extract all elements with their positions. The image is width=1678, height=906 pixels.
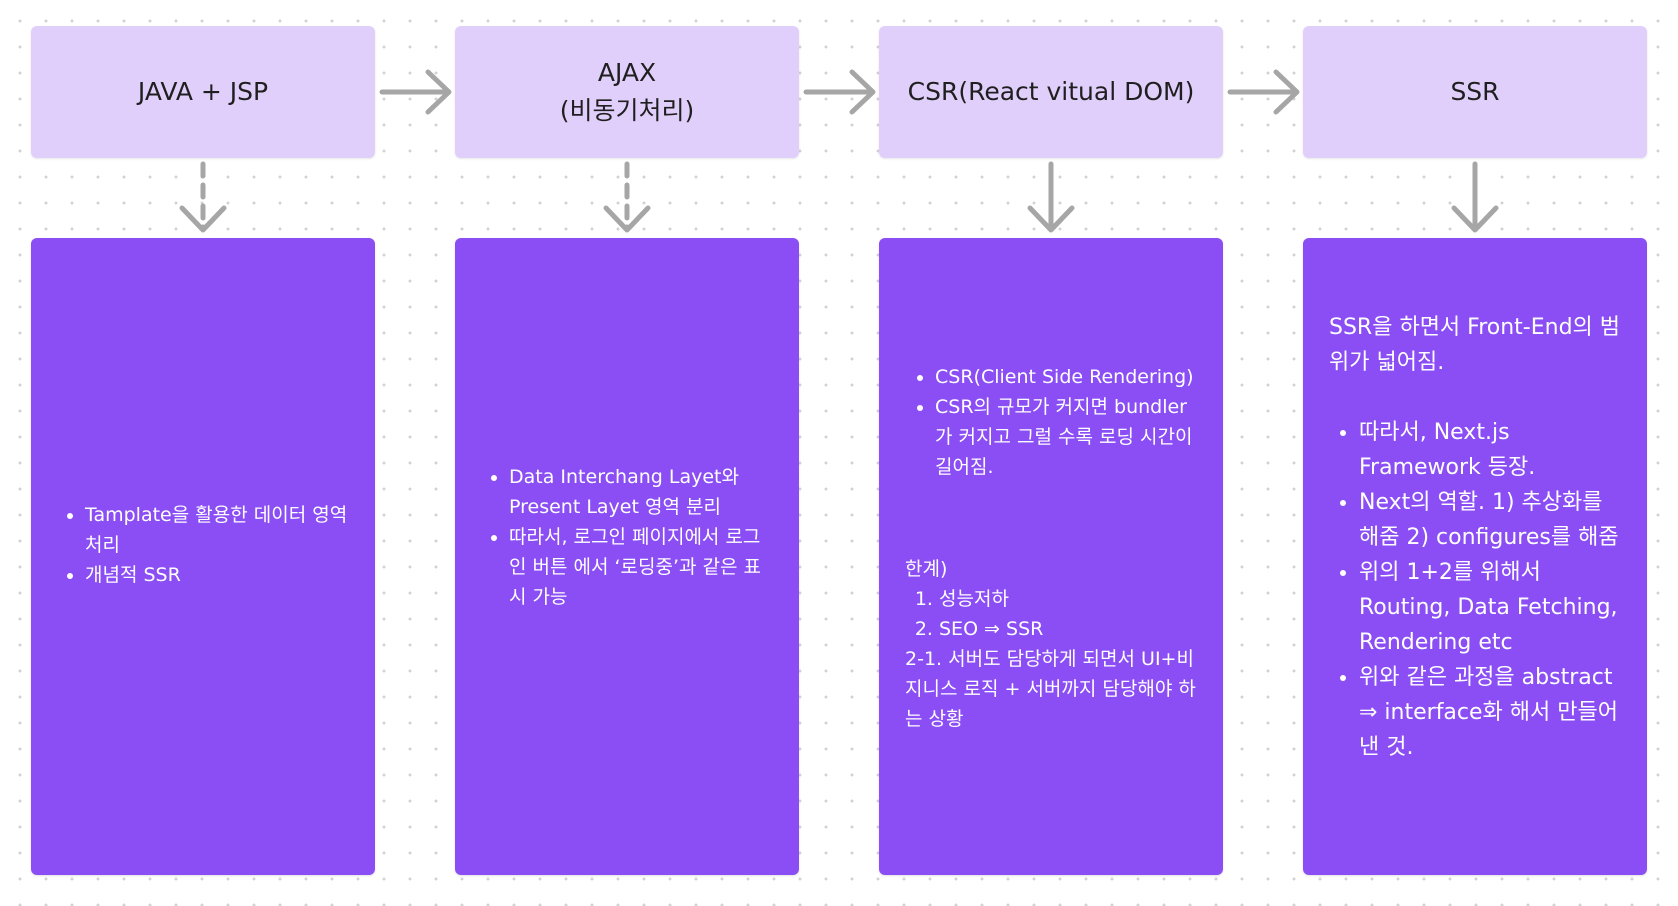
stage-2-card[interactable]: Data Interchang Layet와 Present Layet 영역 … — [455, 238, 799, 875]
stage-3-card[interactable]: CSR(Client Side Rendering) CSR의 규모가 커지면 … — [879, 238, 1223, 875]
stage-4-bullet: 위와 같은 과정을 abstract ⇒ interface화 해서 만들어 낸… — [1359, 660, 1625, 765]
stage-2-bullet: Data Interchang Layet와 Present Layet 영역 … — [509, 462, 775, 522]
stage-1-header[interactable]: JAVA + JSP — [31, 26, 375, 158]
stage-4-intro: SSR을 하면서 Front-End의 범위가 넓어짐. — [1329, 315, 1621, 375]
stage-1-card[interactable]: Tamplate을 활용한 데이터 영역 처리 개념적 SSR — [31, 238, 375, 875]
stage-4-bullet: 위의 1+2를 위해서 Routing, Data Fetching, Rend… — [1359, 555, 1625, 660]
spacer — [905, 482, 1199, 554]
limit-item: 성능저하 — [939, 584, 1199, 614]
stage-4-card[interactable]: SSR을 하면서 Front-End의 범위가 넓어짐. 따라서, Next.j… — [1303, 238, 1647, 875]
arrow-down-4[interactable] — [1451, 161, 1499, 233]
stage-4-bullet: Next의 역할. 1) 추상화를 해줌 2) configures를 해줌 — [1359, 485, 1625, 555]
arrow-down-2[interactable] — [603, 161, 651, 233]
stage-2-bullet: 따라서, 로그인 페이지에서 로그인 버튼 에서 ‘로딩중’과 같은 표시 가능 — [509, 522, 775, 612]
stage-4-header[interactable]: SSR — [1303, 26, 1647, 158]
arrow-right-2[interactable] — [803, 69, 876, 115]
limit-heading: 한계) — [905, 558, 948, 580]
limit-note: 2-1. 서버도 담당하게 되면서 UI+비지니스 로직 + 서버까지 담당해야… — [905, 648, 1196, 730]
stage-4-bullet-list: 따라서, Next.js Framework 등장. Next의 역할. 1) … — [1329, 415, 1625, 765]
limit-item: SEO ⇒ SSR — [939, 614, 1199, 644]
stage-2-bullet-list: Data Interchang Layet와 Present Layet 영역 … — [479, 462, 775, 612]
stage-3-header[interactable]: CSR(React vitual DOM) — [879, 26, 1223, 158]
limit-list: 성능저하 SEO ⇒ SSR — [905, 584, 1199, 644]
stage-2-header[interactable]: AJAX (비동기처리) — [455, 26, 799, 158]
stage-3-bullet-list: CSR(Client Side Rendering) CSR의 규모가 커지면 … — [905, 362, 1199, 482]
arrow-right-1[interactable] — [379, 69, 452, 115]
stage-1-bullet-list: Tamplate을 활용한 데이터 영역 처리 개념적 SSR — [55, 500, 351, 590]
stage-4-bullet: 따라서, Next.js Framework 등장. — [1359, 415, 1625, 485]
stage-1-bullet: Tamplate을 활용한 데이터 영역 처리 — [85, 500, 351, 560]
spacer — [1329, 380, 1625, 415]
arrow-down-1[interactable] — [179, 161, 227, 233]
stage-3-bullet: CSR의 규모가 커지면 bundler가 커지고 그럴 수록 로딩 시간이 길… — [935, 392, 1199, 482]
stage-3-bullet: CSR(Client Side Rendering) — [935, 362, 1199, 392]
stage-1-bullet: 개념적 SSR — [85, 560, 351, 590]
arrow-right-3[interactable] — [1227, 69, 1300, 115]
arrow-down-3[interactable] — [1027, 161, 1075, 233]
